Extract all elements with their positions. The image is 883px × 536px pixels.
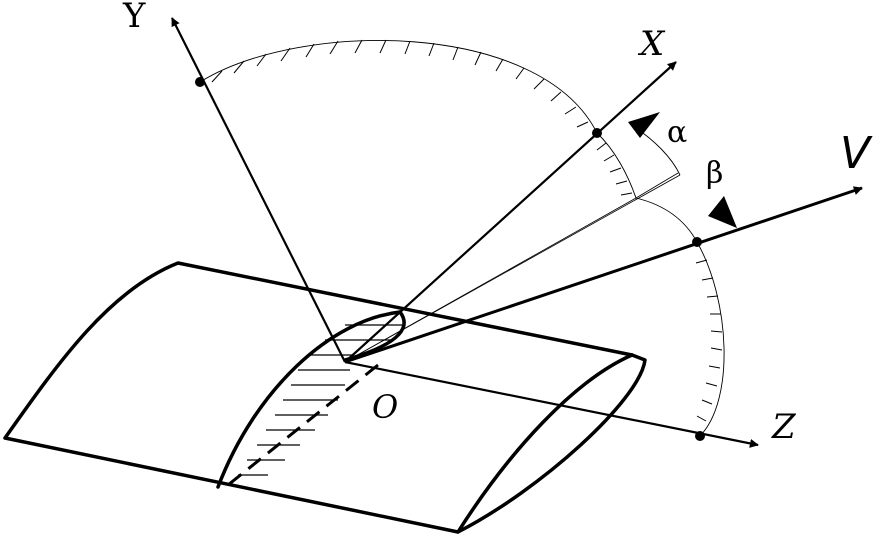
arc-y-to-x bbox=[199, 39, 598, 134]
alpha-arrowhead bbox=[628, 112, 660, 138]
wing-tip-profile bbox=[456, 353, 634, 534]
velocity-label: V bbox=[840, 128, 873, 179]
x-axis-label: X bbox=[637, 24, 666, 64]
section-hatching bbox=[238, 324, 402, 476]
alpha-label: α bbox=[667, 115, 687, 150]
velocity-vector bbox=[344, 186, 863, 364]
y-axis-label: Y bbox=[122, 0, 146, 36]
beta-arrowhead bbox=[708, 196, 737, 228]
z-axis-label: Z bbox=[771, 407, 797, 447]
beta-label: β bbox=[706, 156, 723, 191]
axes bbox=[171, 17, 863, 448]
x-axis-line bbox=[344, 61, 677, 363]
wing-body bbox=[3, 261, 647, 534]
arc-x-to-proj bbox=[596, 132, 637, 199]
wing-outline bbox=[3, 261, 647, 534]
section-top-curve bbox=[343, 310, 406, 362]
wing-section-profile bbox=[216, 310, 402, 489]
origin-label: O bbox=[372, 388, 398, 426]
z-axis-line bbox=[344, 360, 759, 448]
chord-dashed-line bbox=[227, 363, 379, 487]
y-axis-line bbox=[171, 17, 346, 363]
arc-v-to-z bbox=[695, 241, 725, 437]
projection-lines bbox=[344, 172, 681, 363]
arc-beta bbox=[635, 197, 698, 243]
points bbox=[195, 77, 705, 441]
